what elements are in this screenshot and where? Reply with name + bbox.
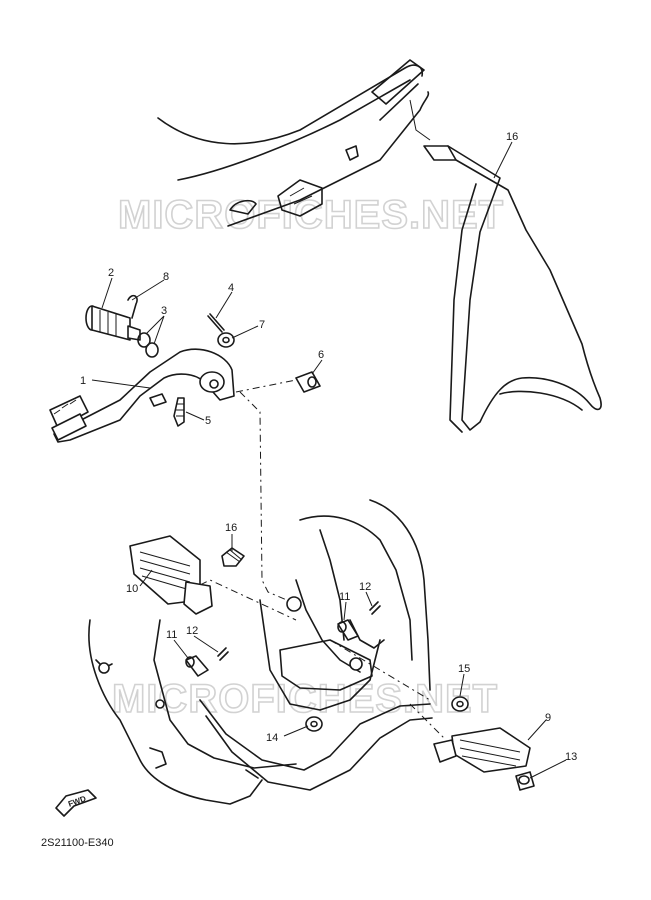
cotter-pin-part-8 [127,294,138,319]
bolt-part-11-right [337,619,359,641]
callout-11b: 11 [339,591,350,603]
brake-pedal-part-1 [49,348,235,443]
clip-part-13 [515,771,535,791]
washer-part-16-right [451,696,469,712]
o-rings-part-3 [137,332,159,358]
stand-part-15 [423,145,602,433]
callout-9: 9 [545,712,551,724]
pin-part-6 [295,371,321,393]
washer-part-16-left [305,716,323,732]
spring-part-5 [173,397,185,427]
callout-labels: 2 8 3 4 7 6 1 5 16 10 11 12 11 12 14 15 … [80,131,577,763]
callout-7: 7 [259,319,265,331]
callout-12b: 12 [359,581,371,593]
callout-10: 10 [126,583,138,595]
callout-14: 16 [225,522,237,534]
callout-13: 13 [565,751,577,763]
lower-frame-outline [88,499,433,805]
footrest-part-10 [129,535,213,615]
watermark-top: MICROFICHES.NET [118,193,504,237]
bolt-part-12-right [369,601,381,615]
assembly-guide-lines [169,379,445,739]
upper-frame-outline [157,59,431,227]
bolt-part-11-left [185,655,209,677]
callout-4: 4 [228,282,234,294]
callout-leaders [91,141,567,779]
callout-8: 8 [163,271,169,283]
cotter-pin-part-4 [207,313,225,333]
callout-1: 1 [80,375,86,387]
callout-3: 3 [161,305,167,317]
callout-15: 16 [506,131,518,143]
watermark-bottom: MICROFICHES.NET [112,677,498,721]
callout-5: 5 [205,415,211,427]
callout-6: 6 [318,349,324,361]
spring-part-14 [221,547,245,567]
callout-16a: 14 [266,732,278,744]
callout-16b: 15 [458,663,470,675]
bolt-part-12-left [217,647,229,661]
pivot-shaft-part-2 [85,305,141,341]
washer-part-7 [217,332,235,348]
callout-11a: 11 [166,629,177,641]
diagram-code: 2S21100-E340 [41,837,114,849]
footrest-part-9 [433,727,531,773]
forward-arrow-icon: FWD [55,789,97,817]
callout-12a: 12 [186,625,198,637]
callout-2: 2 [108,267,114,279]
